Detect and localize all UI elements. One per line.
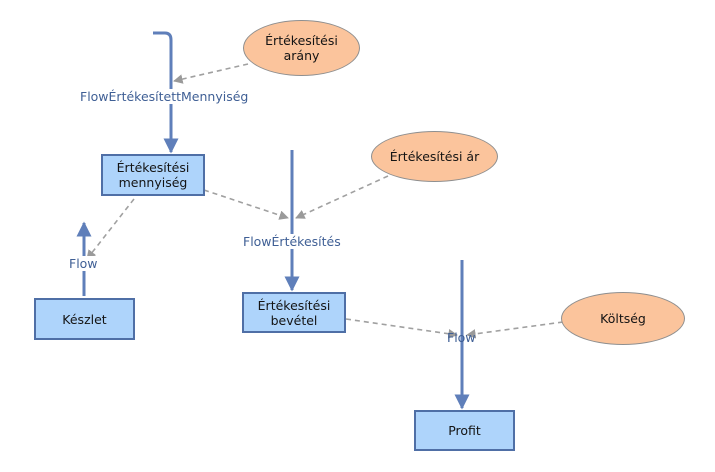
aux-ertekesitesi-arany[interactable]: Értékesítési arány (243, 20, 360, 76)
aux-ertekesitesi-arany-label: Értékesítési arány (265, 33, 338, 63)
stock-ertekesitesi-bevetel-label: Értékesítési bevétel (257, 297, 331, 328)
link-koltseg-to-flow-profit (466, 321, 564, 339)
aux-koltseg[interactable]: Költség (561, 292, 685, 345)
stock-keszlet-label: Készlet (62, 311, 107, 327)
aux-koltseg-label: Költség (600, 311, 646, 326)
flow-pipe-ertekesitett-mennyiseg[interactable] (153, 31, 179, 154)
stock-profit[interactable]: Profit (414, 410, 515, 451)
link-ar-to-flow-ertekesites (295, 175, 389, 219)
link-mennyiseg-to-flow-keszlet (86, 198, 135, 260)
flow-label-keszlet[interactable]: Flow (68, 256, 99, 271)
stock-ertekesitesi-bevetel[interactable]: Értékesítési bevétel (242, 292, 346, 333)
stock-ertekesitesi-mennyiseg-label: Értékesítési mennyiség (116, 160, 190, 190)
link-bevetel-to-flow-profit (345, 318, 458, 339)
flow-label-ertekesitett-mennyiseg[interactable]: FlowÉrtékesítettMennyiség (78, 89, 251, 104)
stock-ertekesitesi-mennyiseg[interactable]: Értékesítési mennyiség (101, 154, 205, 196)
link-mennyiseg-to-flow-ertekesites (203, 189, 289, 220)
stock-profit-label: Profit (448, 423, 481, 438)
link-arany-to-flow-ertekesitett (173, 63, 249, 84)
aux-ertekesitesi-ar[interactable]: Értékesítési ár (371, 131, 498, 182)
stock-keszlet[interactable]: Készlet (34, 298, 135, 340)
flow-label-ertekesites[interactable]: FlowÉrtékesítés (241, 234, 343, 249)
aux-ertekesitesi-ar-label: Értékesítési ár (389, 149, 480, 164)
flow-label-profit[interactable]: Flow (447, 330, 476, 345)
